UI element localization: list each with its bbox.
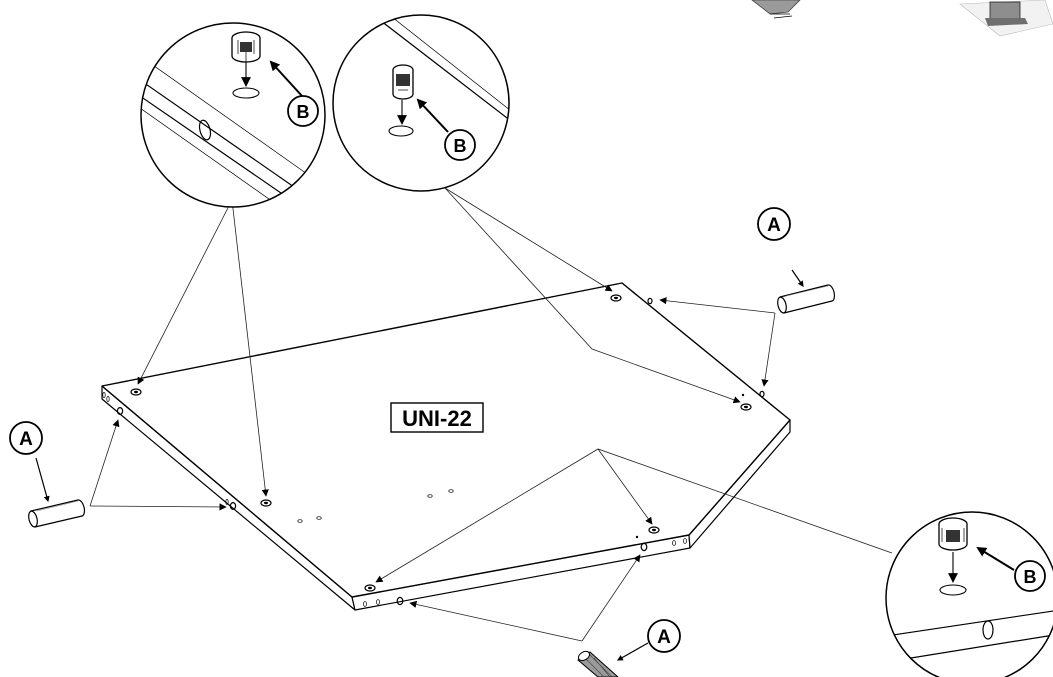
svg-text:B: B [1024, 567, 1037, 587]
part-b-callout-3: B [1014, 560, 1046, 592]
pin-hole [448, 489, 454, 493]
part-b-callout-2: B [444, 129, 476, 161]
svg-text:B: B [297, 102, 310, 122]
panel-top-face [101, 282, 791, 598]
detail-circle-1: B [140, 22, 326, 208]
pin-hole [297, 519, 303, 523]
pin-hole [741, 393, 745, 397]
cam-hole [130, 388, 142, 396]
detail-circle-2: B [332, 14, 510, 192]
edge-dowel-hole [759, 390, 765, 398]
panel-uni-22: UNI-22 [101, 282, 791, 611]
thumbnail-preview-2 [959, 0, 1053, 37]
part-a-callout-bottom: A [647, 619, 681, 653]
cam-lock-part [231, 31, 261, 99]
edge-dowel-hole [229, 502, 237, 511]
panel-label-box [390, 402, 484, 433]
part-b-callout-1: B [287, 95, 319, 127]
leader-lines [89, 187, 893, 642]
cam-hole [740, 403, 752, 411]
thumbnail-preview-1 [751, 0, 801, 19]
cam-hole [260, 499, 272, 507]
dowel-left [28, 499, 86, 528]
svg-text:B: B [454, 136, 467, 156]
svg-text:A: A [19, 429, 33, 450]
cam-lock-part [388, 64, 414, 137]
edge-small-hole [683, 538, 687, 544]
edge-dowel-hole [396, 596, 404, 606]
pin-hole [427, 494, 433, 498]
panel-label: UNI-22 [402, 406, 472, 431]
dowel-right [777, 284, 836, 314]
cam-hole [610, 294, 622, 302]
cam-hole [648, 526, 660, 534]
cam-hole [364, 584, 376, 592]
edge-dowel-hole [647, 297, 653, 305]
detail-circle-3: B [885, 511, 1053, 677]
edge-small-hole [102, 392, 106, 398]
edge-dowel-hole [640, 542, 648, 552]
edge-small-hole [106, 396, 110, 402]
edge-small-hole [225, 499, 229, 505]
pin-hole [316, 516, 322, 520]
dowel-bottom [577, 650, 619, 677]
cam-lock-part [938, 517, 968, 596]
part-a-callout-right: A [757, 207, 791, 241]
svg-text:A: A [657, 627, 671, 648]
pin-hole [635, 535, 639, 539]
edge-small-hole [376, 599, 380, 605]
svg-text:A: A [767, 215, 781, 236]
part-a-callout-left: A [9, 421, 43, 455]
edge-small-hole [672, 540, 676, 546]
edge-dowel-hole [116, 407, 124, 416]
edge-small-hole [363, 601, 367, 607]
